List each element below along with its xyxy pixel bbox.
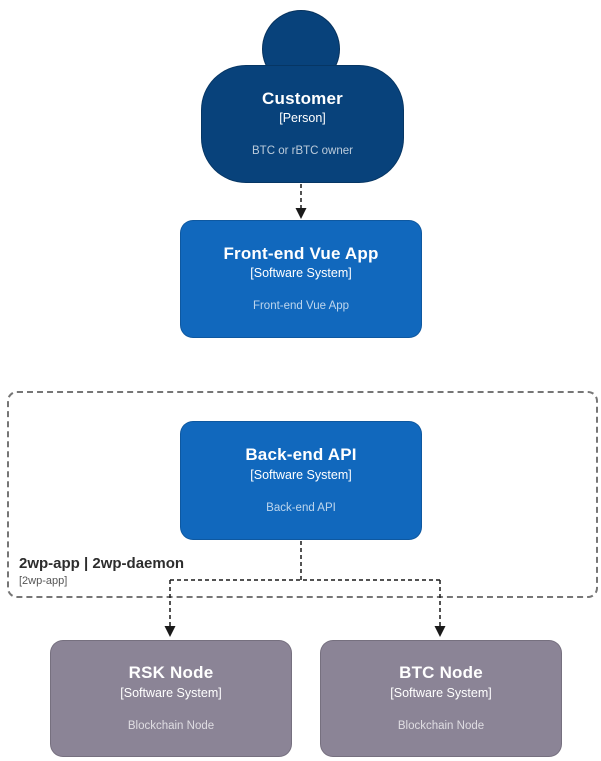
- system-node-frontend: Front-end Vue App [Software System] Fron…: [180, 220, 422, 338]
- rsk-description: Blockchain Node: [127, 719, 215, 732]
- frontend-title: Front-end Vue App: [223, 243, 379, 263]
- rsk-type-label: [Software System]: [120, 685, 222, 700]
- boundary-2wp-app: 2wp-app | 2wp-daemon [2wp-app]: [7, 391, 598, 598]
- person-title: Customer: [262, 88, 343, 108]
- person-node-customer: Customer [Person] BTC or rBTC owner: [201, 65, 404, 183]
- backend-description: Back-end API: [266, 501, 336, 514]
- btc-type-label: [Software System]: [390, 685, 492, 700]
- btc-title: BTC Node: [399, 663, 483, 683]
- boundary-label: 2wp-app | 2wp-daemon [2wp-app]: [19, 555, 184, 588]
- boundary-title: 2wp-app | 2wp-daemon: [19, 554, 185, 572]
- backend-title: Back-end API: [245, 445, 357, 465]
- boundary-type-label: [2wp-app]: [19, 574, 68, 587]
- person-description: BTC or rBTC owner: [252, 145, 353, 158]
- system-node-backend: Back-end API [Software System] Back-end …: [180, 421, 422, 540]
- person-type-label: [Person]: [279, 111, 326, 126]
- frontend-description: Front-end Vue App: [252, 300, 350, 313]
- btc-description: Blockchain Node: [397, 719, 485, 732]
- system-node-btc: BTC Node [Software System] Blockchain No…: [320, 640, 562, 757]
- rsk-title: RSK Node: [128, 663, 214, 683]
- backend-type-label: [Software System]: [250, 467, 352, 482]
- system-node-rsk: RSK Node [Software System] Blockchain No…: [50, 640, 292, 757]
- frontend-type-label: [Software System]: [250, 266, 352, 281]
- edge-customer-to-frontend: [295, 184, 307, 219]
